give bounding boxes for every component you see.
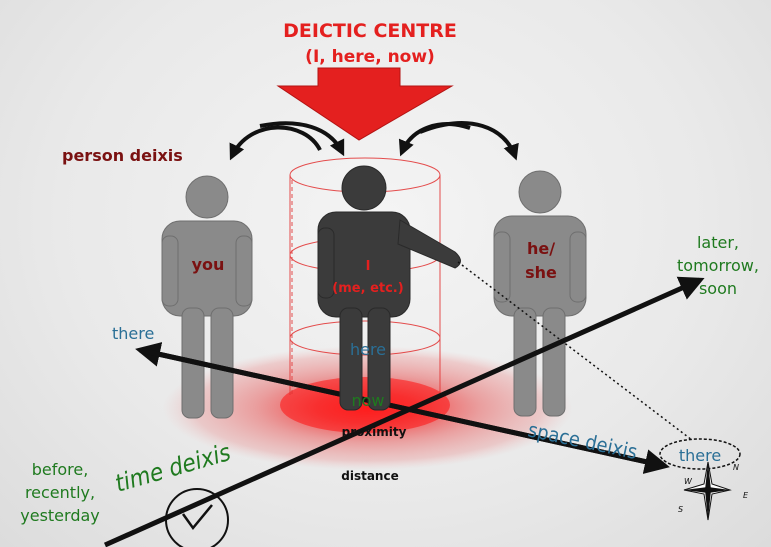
compass-s: S bbox=[678, 505, 683, 514]
space-axis-far bbox=[139, 347, 670, 474]
figure-you bbox=[161, 175, 253, 419]
i-label-sub: (me, etc.) bbox=[332, 281, 403, 296]
past-line-3: yesterday bbox=[20, 506, 100, 525]
time-axis bbox=[103, 276, 705, 547]
past-line-2: recently, bbox=[25, 483, 95, 502]
there-left-label: there bbox=[112, 324, 154, 343]
future-line-1: later, bbox=[697, 233, 739, 252]
here-label: here bbox=[350, 340, 386, 359]
she-label: she bbox=[525, 263, 557, 282]
now-label: now bbox=[351, 391, 384, 410]
pointing-line bbox=[457, 261, 693, 441]
space-deixis-label: space deixis bbox=[526, 417, 640, 464]
axes bbox=[103, 276, 705, 547]
figure-he-she bbox=[493, 170, 587, 417]
title: DEICTIC CENTRE bbox=[283, 20, 457, 42]
i-label: I bbox=[366, 259, 371, 274]
there-ellipse bbox=[659, 438, 741, 470]
he-label: he/ bbox=[527, 239, 555, 258]
person-deixis-arrows bbox=[229, 121, 519, 161]
compass-e: E bbox=[743, 491, 749, 500]
compass-icon: N E S W bbox=[678, 461, 749, 521]
person-deixis-label: person deixis bbox=[62, 146, 183, 165]
time-deixis-label: time deixis bbox=[112, 438, 234, 498]
figure-i bbox=[317, 165, 461, 411]
past-line-1: before, bbox=[32, 460, 89, 479]
future-line-2: tomorrow, bbox=[677, 256, 759, 275]
proximity-label: proximity bbox=[342, 425, 407, 439]
there-right-label: there bbox=[679, 446, 721, 465]
distance-label: distance bbox=[341, 469, 398, 483]
you-label: you bbox=[192, 255, 225, 274]
future-line-3: soon bbox=[699, 279, 737, 298]
compass-w: W bbox=[684, 477, 693, 486]
subtitle: (I, here, now) bbox=[305, 47, 435, 67]
deictic-centre-arrow bbox=[276, 67, 454, 141]
clock-icon bbox=[165, 488, 229, 547]
compass-n: N bbox=[733, 463, 739, 472]
